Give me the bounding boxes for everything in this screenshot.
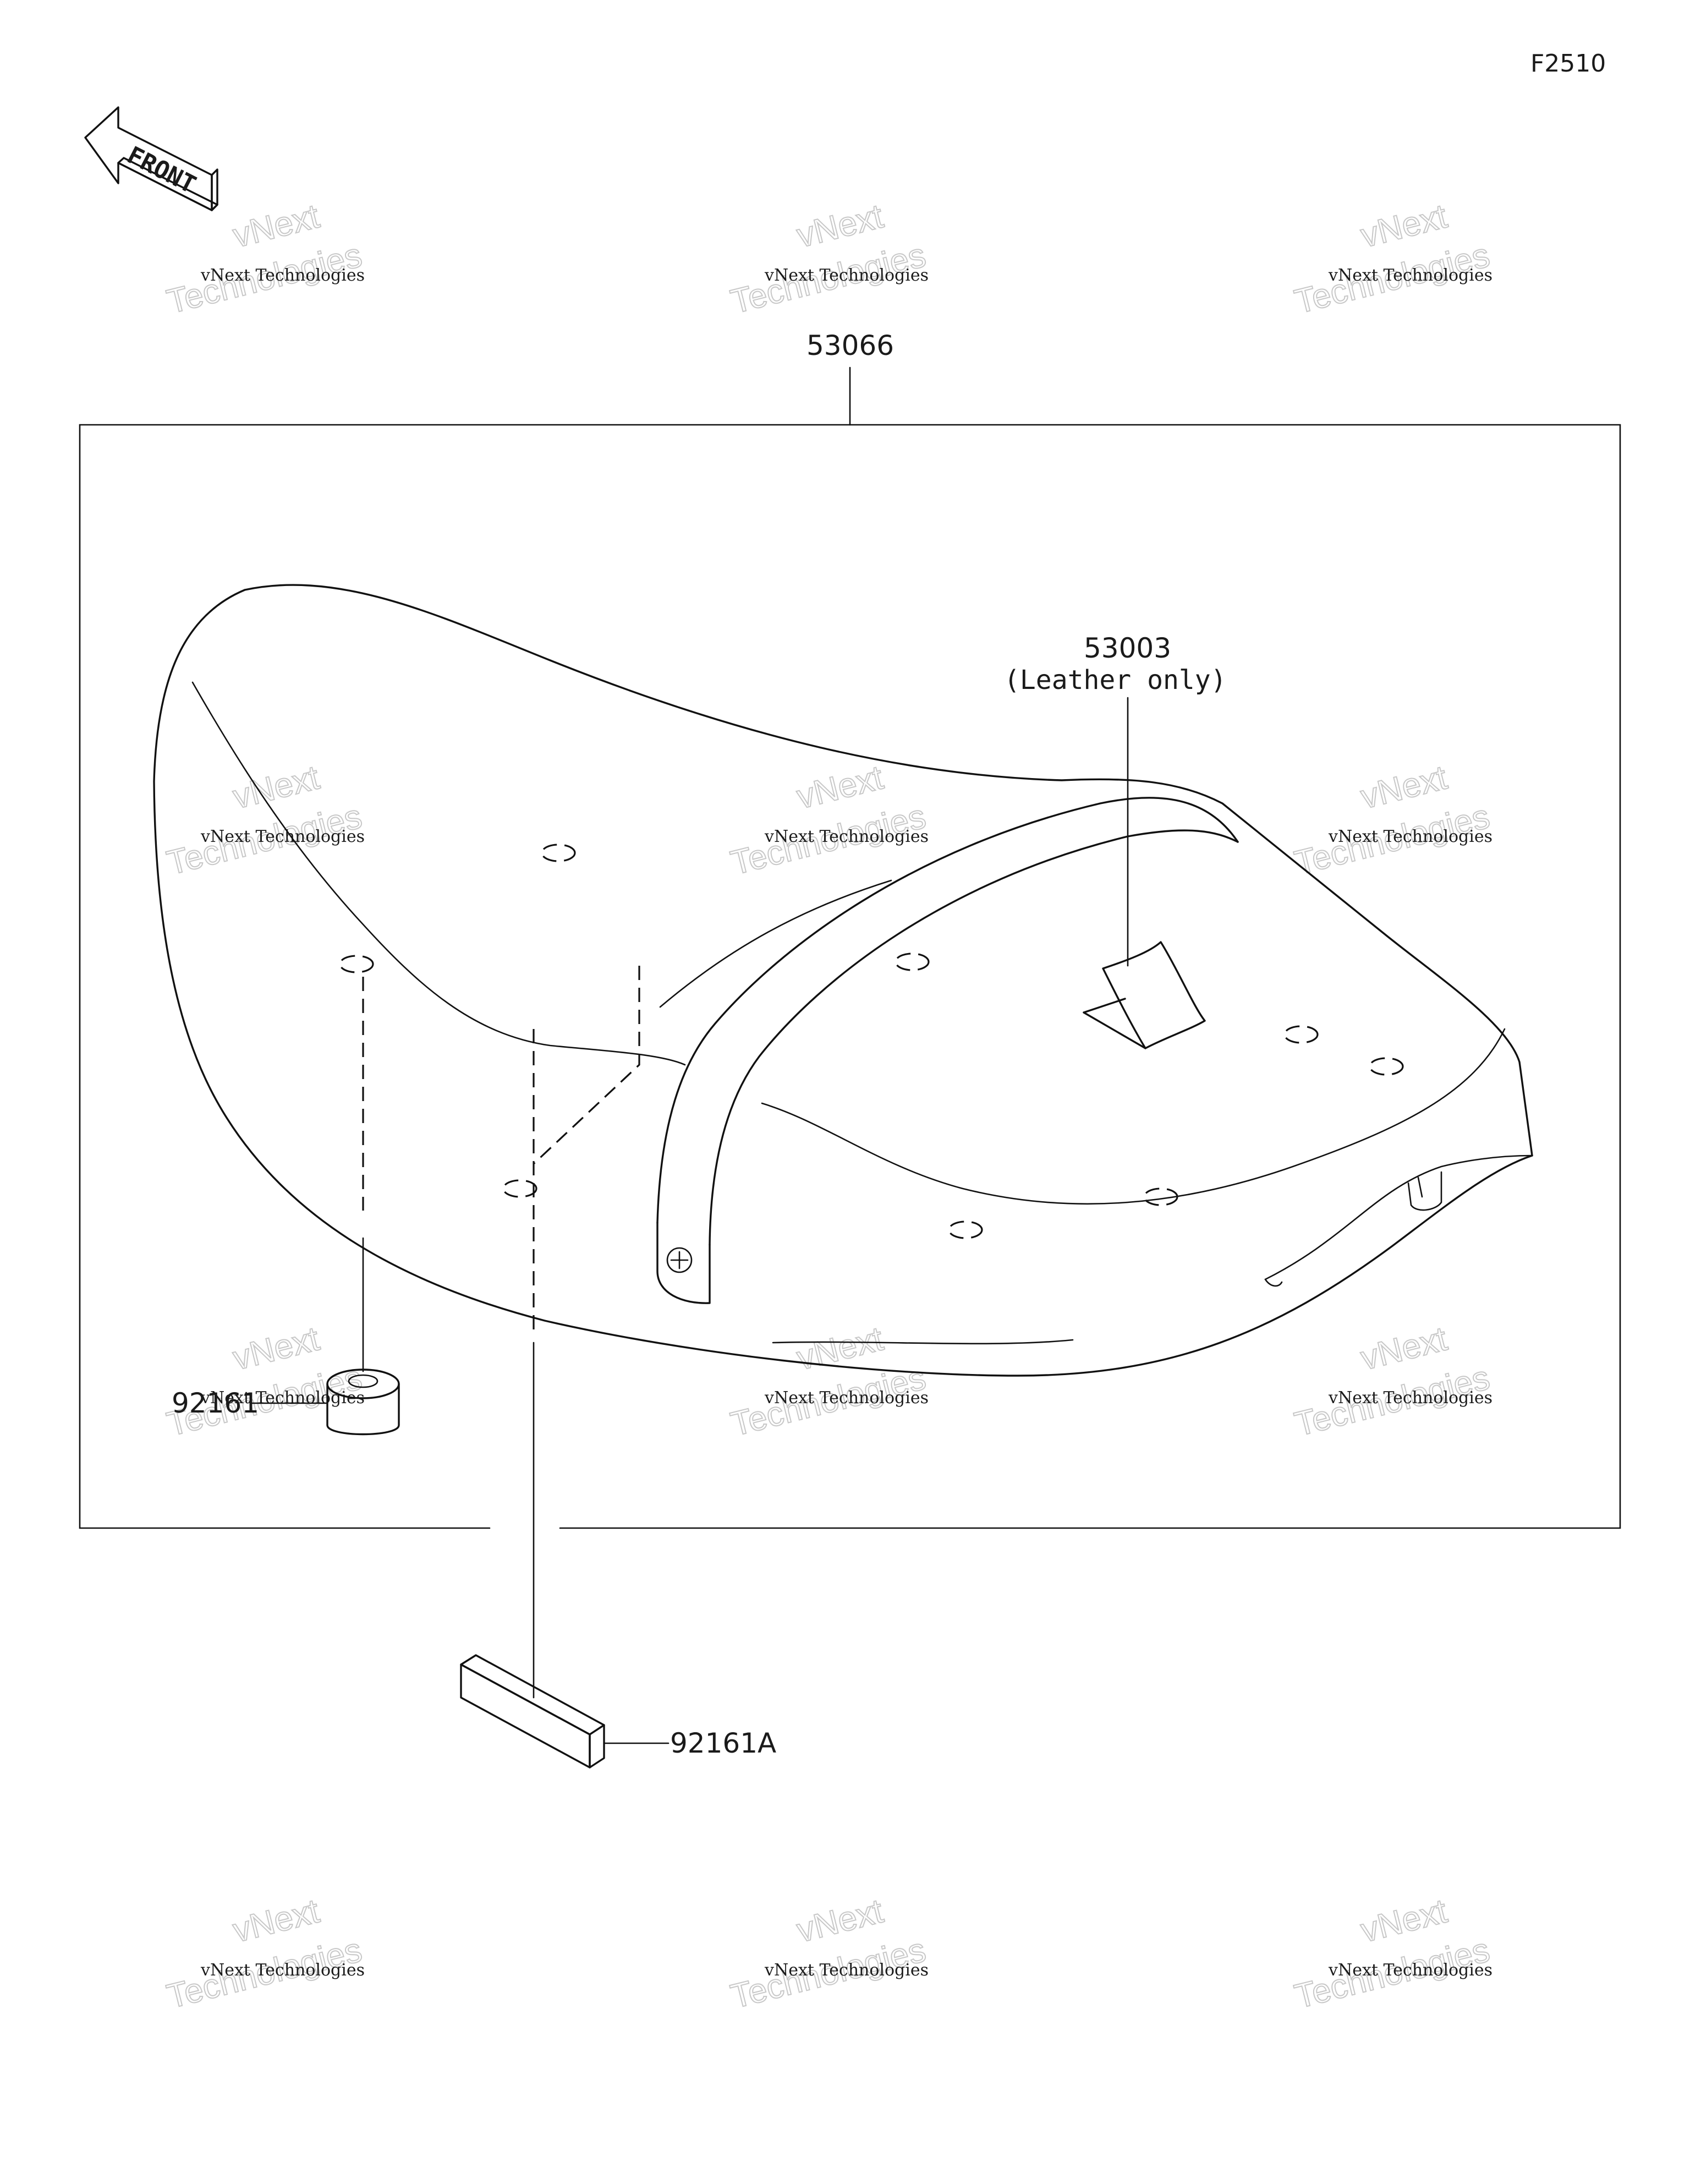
watermark-text: vNext Technologies — [1328, 1961, 1493, 1980]
watermark-text: vNext Technologies — [200, 266, 365, 285]
watermark-vnext: vNext — [793, 197, 887, 255]
label-53003-note: (Leather only) — [1004, 665, 1227, 696]
label-53003: 53003 — [1084, 632, 1171, 664]
label-92161a: 92161A — [670, 1727, 776, 1759]
watermark-vnext: vNext — [793, 758, 887, 816]
pad-rubber-part — [460, 1654, 605, 1769]
watermark-vnext: vNext — [1357, 1892, 1451, 1950]
front-direction-arrow-icon: FRONT — [84, 106, 218, 211]
watermark-text: vNext Technologies — [200, 1961, 365, 1980]
screw-icon — [666, 1247, 693, 1273]
watermark-text: vNext Technologies — [200, 827, 365, 846]
watermark-vnext: vNext — [793, 1892, 887, 1950]
damper-rubber-part — [326, 1237, 400, 1436]
pad-outline-dashed — [533, 966, 640, 1165]
assembly-box — [79, 424, 1621, 1529]
watermark-vnext: vNext — [229, 1892, 323, 1950]
leather-cover-tag — [1083, 941, 1206, 1049]
watermark-text: vNext Technologies — [764, 266, 929, 285]
watermark-grid: vNext Technologies vNext Technologies vN… — [163, 196, 1494, 2016]
watermark-vnext: vNext — [229, 1320, 323, 1377]
watermark-text: vNext Technologies — [764, 827, 929, 846]
watermark-text: vNext Technologies — [1328, 1388, 1493, 1408]
seat-hole-markers — [339, 844, 1404, 1239]
watermark-text: vNext Technologies — [764, 1388, 929, 1408]
watermark-vnext: vNext — [1357, 1320, 1451, 1377]
watermark-vnext: vNext — [1357, 758, 1451, 816]
seat-strap — [656, 797, 1239, 1304]
label-53066: 53066 — [806, 330, 894, 362]
watermark-vnext: vNext — [1357, 197, 1451, 255]
figure-code: F2510 — [1530, 50, 1606, 78]
seat-body — [153, 584, 1533, 1377]
watermark-text: vNext Technologies — [1328, 827, 1493, 846]
rear-bracket — [1264, 1171, 1442, 1287]
label-92161: 92161 — [172, 1387, 259, 1419]
watermark-text: vNext Technologies — [1328, 266, 1493, 285]
watermark-text: vNext Technologies — [200, 1388, 365, 1408]
watermark-vnext: vNext — [229, 197, 323, 255]
watermark-text: vNext Technologies — [764, 1961, 929, 1980]
